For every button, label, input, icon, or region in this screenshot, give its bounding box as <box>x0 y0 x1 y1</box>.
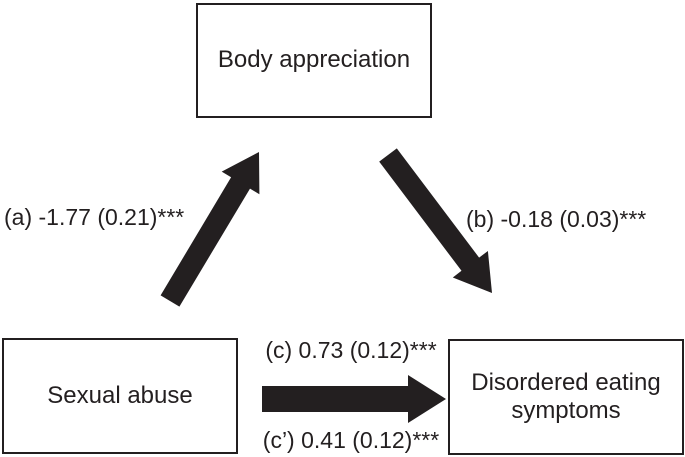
box-disordered-eating-symptoms: Disordered eating symptoms <box>448 339 684 455</box>
box-sexual-abuse: Sexual abuse <box>2 338 238 454</box>
box-body-appreciation: Body appreciation <box>196 3 432 118</box>
box-body-appreciation-label: Body appreciation <box>217 46 411 74</box>
path-b-coefficient: (b) -0.18 (0.03)*** <box>466 206 647 232</box>
path-c-coefficient: (c) 0.73 (0.12)*** <box>265 337 437 363</box>
path-c-arrow <box>262 375 446 423</box>
box-disordered-eating-symptoms-label: Disordered eating symptoms <box>471 368 661 424</box>
path-c-prime-coefficient: (c’) 0.41 (0.12)*** <box>262 427 440 453</box>
path-a-coefficient: (a) -1.77 (0.21)*** <box>4 204 185 230</box>
box-sexual-abuse-label: Sexual abuse <box>47 381 193 409</box>
